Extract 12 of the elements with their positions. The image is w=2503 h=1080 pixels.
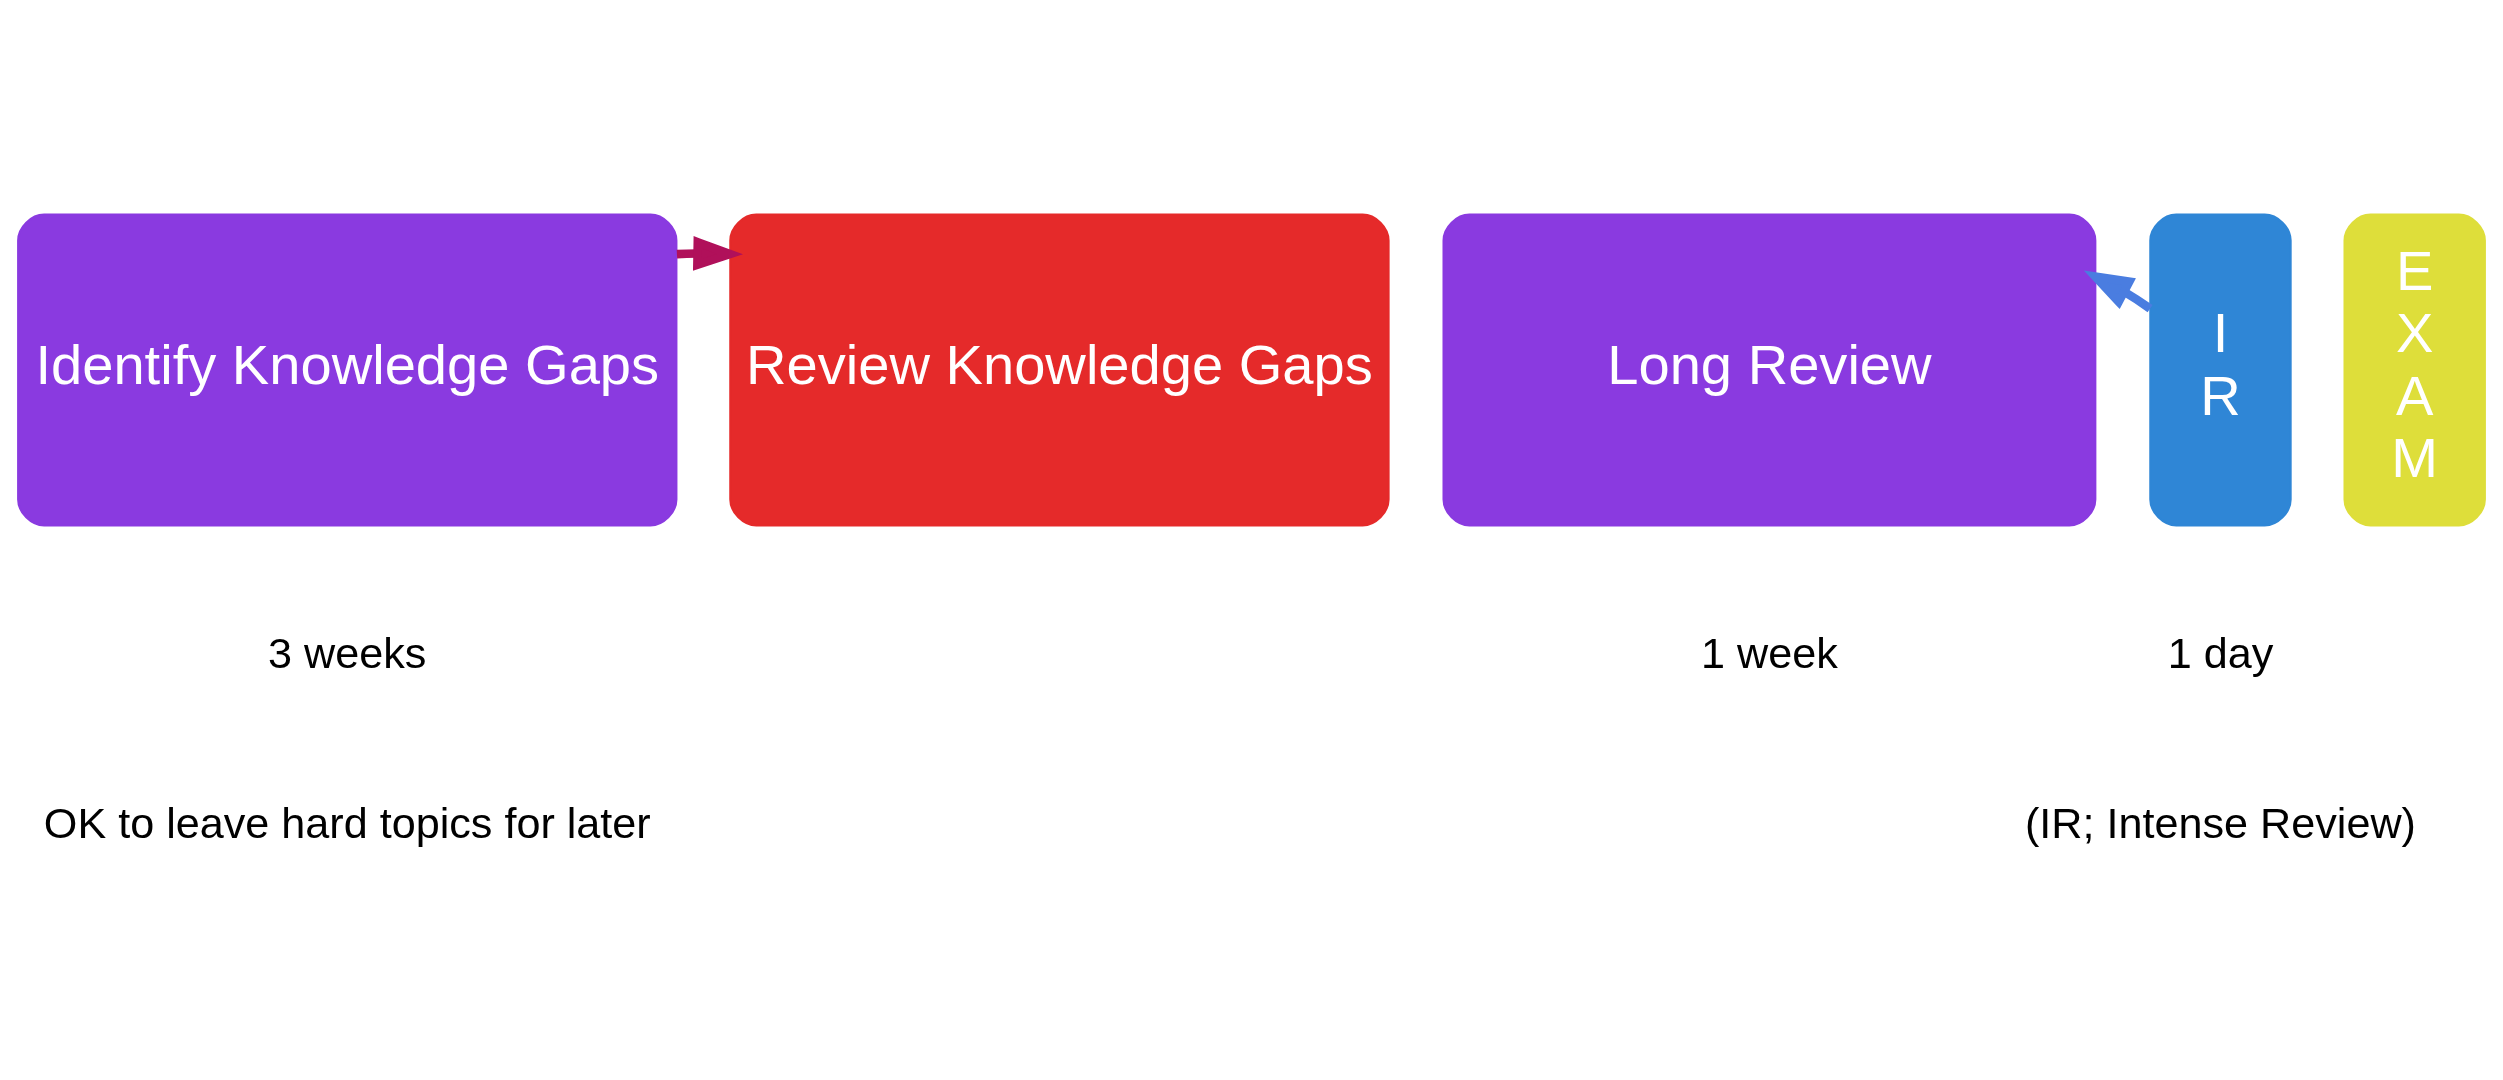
arrow (676, 235, 744, 271)
node-box: I R (2149, 213, 2292, 526)
node-label: 3 weeks (268, 628, 427, 677)
arrow (2083, 270, 2153, 312)
node-label: 1 week (1701, 628, 1838, 677)
node-box: Review Knowledge Gaps (729, 213, 1390, 526)
node-label: OK to leave hard topics for later (43, 798, 651, 847)
node-box: Identify Knowledge Gaps (17, 213, 678, 526)
node-label: (IR; Intense Review) (2025, 798, 2416, 847)
node-label: 1 day (2167, 628, 2274, 677)
node-box: E X A M (2343, 213, 2486, 526)
node-box: Long Review (1442, 213, 2097, 526)
